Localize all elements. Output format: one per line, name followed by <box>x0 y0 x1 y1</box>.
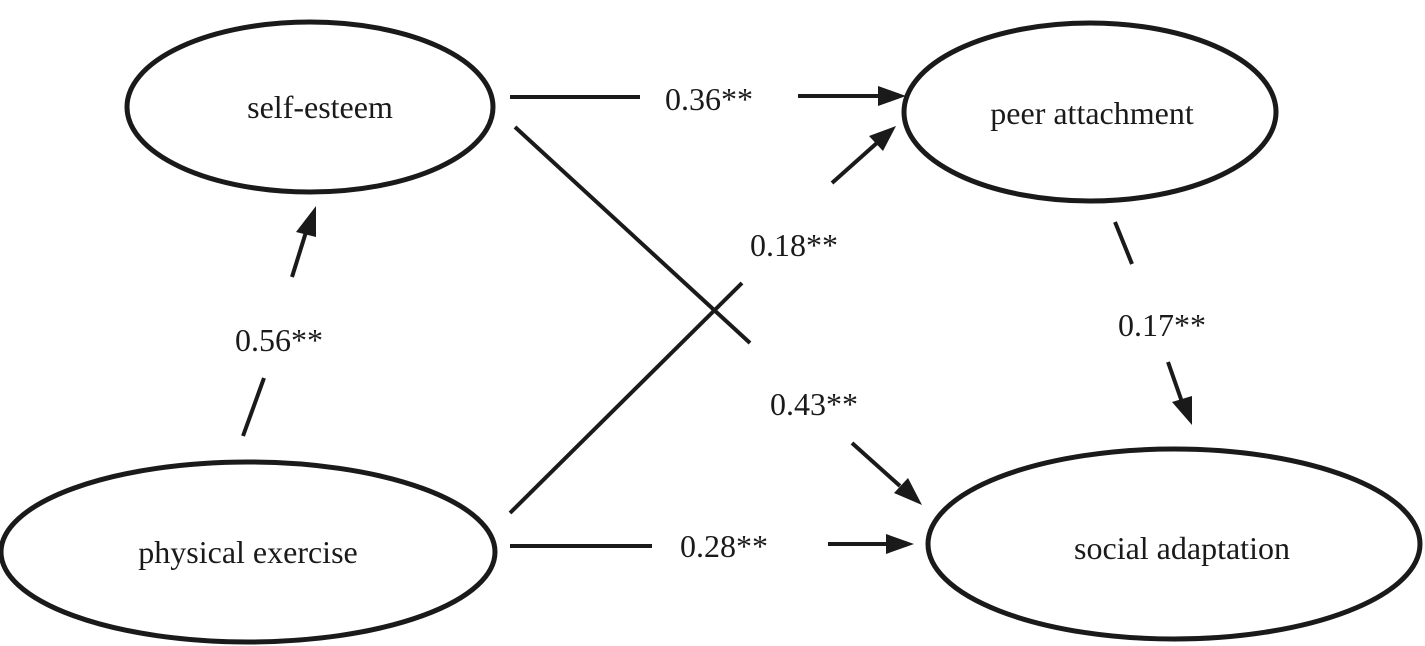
social-adaptation-label: social adaptation <box>1074 530 1290 566</box>
coef-self-esteem-to-social: 0.43** <box>770 386 858 422</box>
edge-self-esteem-to-social-arrowhead <box>894 478 922 505</box>
edge-peer-to-social-upper <box>1113 221 1134 265</box>
self-esteem-ellipse <box>124 19 496 195</box>
coef-peer-to-social: 0.17** <box>1118 307 1206 343</box>
coef-exercise-to-peer: 0.18** <box>750 227 838 263</box>
edge-exercise-to-social-arrowhead <box>886 534 914 554</box>
edge-self-esteem-to-social: 0.43** <box>513 125 922 505</box>
edge-peer-to-social-arrowhead <box>1172 396 1192 425</box>
edge-self-esteem-to-social-upper <box>513 125 752 345</box>
edge-peer-to-social: 0.17** <box>1113 221 1206 425</box>
peer-attachment-label: peer attachment <box>990 95 1194 131</box>
node-physical-exercise: physical exercise <box>0 459 498 645</box>
coef-exercise-to-social: 0.28** <box>680 528 768 564</box>
node-self-esteem: self-esteem <box>124 19 496 195</box>
edge-peer-to-social-lower <box>1166 361 1184 403</box>
social-adaptation-ellipse <box>925 446 1423 642</box>
peer-attachment-ellipse <box>901 20 1279 204</box>
edge-exercise-to-peer-lower <box>508 281 744 515</box>
edge-exercise-to-peer-upper <box>830 140 880 185</box>
edge-exercise-to-peer-arrowhead <box>869 126 896 151</box>
edge-exercise-to-self-esteem-upper <box>290 231 308 278</box>
coef-self-esteem-to-peer: 0.36** <box>665 81 753 117</box>
edge-self-esteem-to-social-lower <box>850 441 902 488</box>
physical-exercise-ellipse <box>0 459 498 645</box>
node-social-adaptation: social adaptation <box>925 446 1423 642</box>
node-peer-attachment: peer attachment <box>901 20 1279 204</box>
coef-exercise-to-self-esteem: 0.56** <box>235 322 323 358</box>
edge-self-esteem-to-peer: 0.36** <box>510 81 906 117</box>
edge-exercise-to-self-esteem-arrowhead <box>296 206 316 237</box>
edge-exercise-to-peer: 0.18** <box>508 126 896 515</box>
self-esteem-label: self-esteem <box>247 89 393 125</box>
edge-exercise-to-self-esteem: 0.56** <box>235 206 323 437</box>
physical-exercise-label: physical exercise <box>138 534 357 570</box>
edge-self-esteem-to-peer-arrowhead <box>878 86 906 106</box>
edge-exercise-to-social: 0.28** <box>510 528 914 564</box>
edge-exercise-to-self-esteem-lower <box>241 377 266 437</box>
